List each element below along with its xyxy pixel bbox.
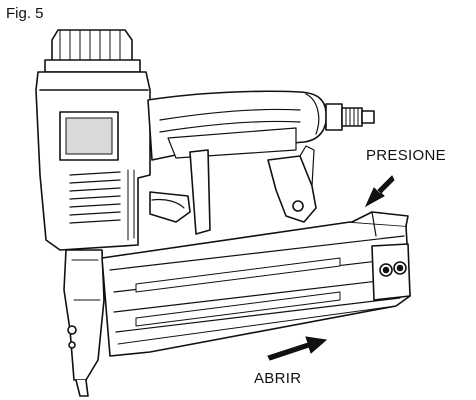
exhaust-cap [45,30,140,72]
trigger [150,192,190,222]
press-label: PRESIONE [366,147,446,164]
nose-piece [64,250,104,396]
arrow-down-left-icon [366,176,394,206]
cylinder-head [36,72,150,250]
arrow-right-icon [268,337,326,360]
bracket [190,150,210,234]
magazine-latch [268,146,316,222]
magazine [102,212,410,356]
air-fitting [326,104,374,130]
figure-label: Fig. 5 [6,5,44,22]
handle [148,91,326,160]
open-label: ABRIR [254,370,302,387]
